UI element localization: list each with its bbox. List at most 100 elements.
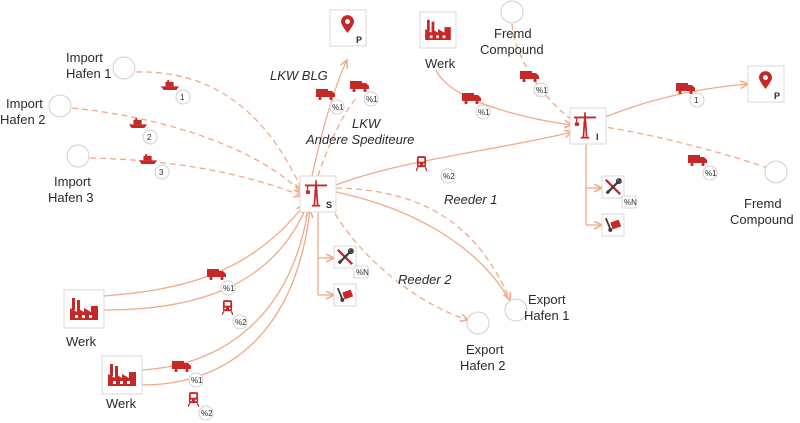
export-hafen-2-label-line1: Export bbox=[466, 342, 504, 357]
werk-top-node[interactable] bbox=[419, 11, 457, 49]
werk-top-label: Werk bbox=[425, 56, 456, 71]
ship-3[interactable]: 3 bbox=[138, 154, 170, 180]
edge-fremdtop-i bbox=[511, 23, 573, 121]
edge-s-i bbox=[335, 132, 572, 186]
truck-fremd-top[interactable]: %1 bbox=[520, 71, 549, 98]
fremd-compound-right-node[interactable] bbox=[764, 160, 788, 184]
lkw-andere-label-line1: LKW bbox=[352, 116, 382, 131]
edge-s-parking bbox=[311, 60, 347, 177]
werk-bottom-label: Werk bbox=[106, 396, 137, 411]
import-hafen-2-label-line2: Hafen 2 bbox=[0, 112, 46, 127]
lkw-andere-badge: %1 bbox=[366, 95, 378, 104]
fremd-compound-right-label-line2: Compound bbox=[730, 212, 794, 227]
export-hafen-2-node[interactable] bbox=[466, 311, 490, 335]
ship-1[interactable]: 1 bbox=[160, 80, 191, 105]
i-tool-badge: %N bbox=[624, 198, 637, 207]
export-hafen-2-label-line2: Hafen 2 bbox=[460, 358, 506, 373]
import-hafen-2-node[interactable] bbox=[48, 94, 72, 118]
trolley-s[interactable] bbox=[333, 283, 357, 307]
truck-lkw-andere[interactable]: %1 bbox=[350, 81, 379, 107]
tools-s[interactable]: %N bbox=[333, 245, 369, 279]
rail-center-badge: %2 bbox=[443, 172, 455, 181]
i-truck-fremd-badge: %1 bbox=[705, 169, 717, 178]
truck-icon bbox=[207, 269, 226, 280]
werk-bottom-rail-badge: %2 bbox=[201, 409, 213, 418]
werk-top-truck-badge: %1 bbox=[478, 108, 490, 117]
tools-i[interactable]: %N bbox=[601, 175, 637, 209]
import-hafen-3-label-line1: Import bbox=[54, 174, 91, 189]
truck-icon bbox=[462, 93, 481, 104]
edge-i-parking bbox=[597, 84, 748, 121]
truck-i-fremd[interactable]: %1 bbox=[688, 155, 718, 181]
train-icon bbox=[188, 392, 199, 407]
import-hafen-1-node[interactable] bbox=[112, 56, 136, 80]
parking-top-node[interactable]: P bbox=[329, 9, 367, 47]
import-hafen-2-label-line1: Import bbox=[6, 96, 43, 111]
edge-werkleft-s-a bbox=[103, 205, 304, 297]
reeder-2-label: Reeder 2 bbox=[398, 272, 452, 287]
truck-werk-top[interactable]: %1 bbox=[462, 93, 491, 120]
connectors bbox=[71, 23, 769, 386]
edge-werktop-i bbox=[435, 69, 572, 125]
edge-import1-s bbox=[135, 71, 302, 190]
lkw-blg-label: LKW BLG bbox=[270, 68, 328, 83]
import-hafen-3-node[interactable] bbox=[66, 144, 90, 168]
fremd-compound-right-label-line1: Fremd bbox=[744, 196, 782, 211]
fremd-compound-top-label-line2: Compound bbox=[480, 42, 544, 57]
lkw-andere-label-line2: Andere Spediteure bbox=[305, 132, 414, 147]
truck-icon bbox=[688, 155, 707, 166]
edge-werkbot-s-b bbox=[141, 210, 310, 386]
lkw-blg-badge: %1 bbox=[332, 103, 344, 112]
train-icon bbox=[416, 156, 427, 171]
edge-import3-s bbox=[89, 157, 302, 196]
werk-bottom-truck-badge: %1 bbox=[191, 376, 203, 385]
ship-3-badge: 3 bbox=[159, 168, 164, 177]
edge-import2-s bbox=[71, 107, 302, 193]
i-truck-parking-badge: 1 bbox=[694, 96, 699, 105]
fremd-compound-top-node[interactable] bbox=[500, 0, 524, 24]
fremd-compound-top-label-line1: Fremd bbox=[494, 26, 532, 41]
import-hafen-3-label-line2: Hafen 3 bbox=[48, 190, 94, 205]
edge-i-fremd bbox=[597, 125, 769, 169]
edge-werkleft-s-b bbox=[103, 207, 307, 311]
parking-tag: P bbox=[774, 91, 780, 101]
train-center[interactable]: %2 bbox=[416, 156, 456, 184]
hub-i-tag: I bbox=[596, 132, 599, 142]
truck-icon bbox=[172, 361, 191, 372]
ship-2[interactable]: 2 bbox=[128, 118, 158, 145]
truck-werk-left[interactable]: %1 bbox=[207, 269, 236, 296]
edge-s-export1-b bbox=[335, 191, 509, 299]
werk-left-label: Werk bbox=[66, 334, 97, 349]
hub-i-node[interactable]: I bbox=[569, 107, 607, 145]
werk-left-node[interactable] bbox=[63, 289, 105, 329]
ship-icon bbox=[138, 154, 158, 165]
edge-s-andere bbox=[317, 95, 359, 177]
ship-2-badge: 2 bbox=[147, 133, 152, 142]
train-werk-left[interactable]: %2 bbox=[222, 300, 248, 330]
import-hafen-1-label-line1: Import bbox=[66, 50, 103, 65]
truck-werk-bottom[interactable]: %1 bbox=[172, 361, 204, 388]
train-icon bbox=[222, 300, 233, 315]
werk-left-rail-badge: %2 bbox=[235, 318, 247, 327]
truck-icon bbox=[316, 89, 335, 100]
export-hafen-1-label-line1: Export bbox=[528, 292, 566, 307]
parking-right-node[interactable]: P bbox=[747, 65, 785, 103]
hub-s-node[interactable]: S bbox=[299, 175, 337, 213]
trolley-i[interactable] bbox=[601, 213, 625, 237]
export-hafen-1-node[interactable] bbox=[504, 298, 528, 322]
truck-i-parking[interactable]: 1 bbox=[676, 83, 705, 108]
truck-lkw-blg[interactable]: %1 bbox=[316, 89, 345, 115]
edge-s-export1-a bbox=[335, 187, 510, 300]
werk-left-truck-badge: %1 bbox=[223, 284, 235, 293]
edge-werkbot-s-a bbox=[141, 209, 309, 371]
ship-1-badge: 1 bbox=[180, 93, 185, 102]
hub-s-tag: S bbox=[326, 200, 332, 210]
reeder-1-label: Reeder 1 bbox=[444, 192, 497, 207]
ship-icon bbox=[160, 80, 180, 91]
werk-bottom-node[interactable] bbox=[101, 355, 143, 395]
import-hafen-1-label-line2: Hafen 1 bbox=[66, 66, 112, 81]
s-tool-badge: %N bbox=[356, 268, 369, 277]
train-werk-bottom[interactable]: %2 bbox=[188, 392, 214, 421]
truck-icon bbox=[520, 71, 539, 82]
